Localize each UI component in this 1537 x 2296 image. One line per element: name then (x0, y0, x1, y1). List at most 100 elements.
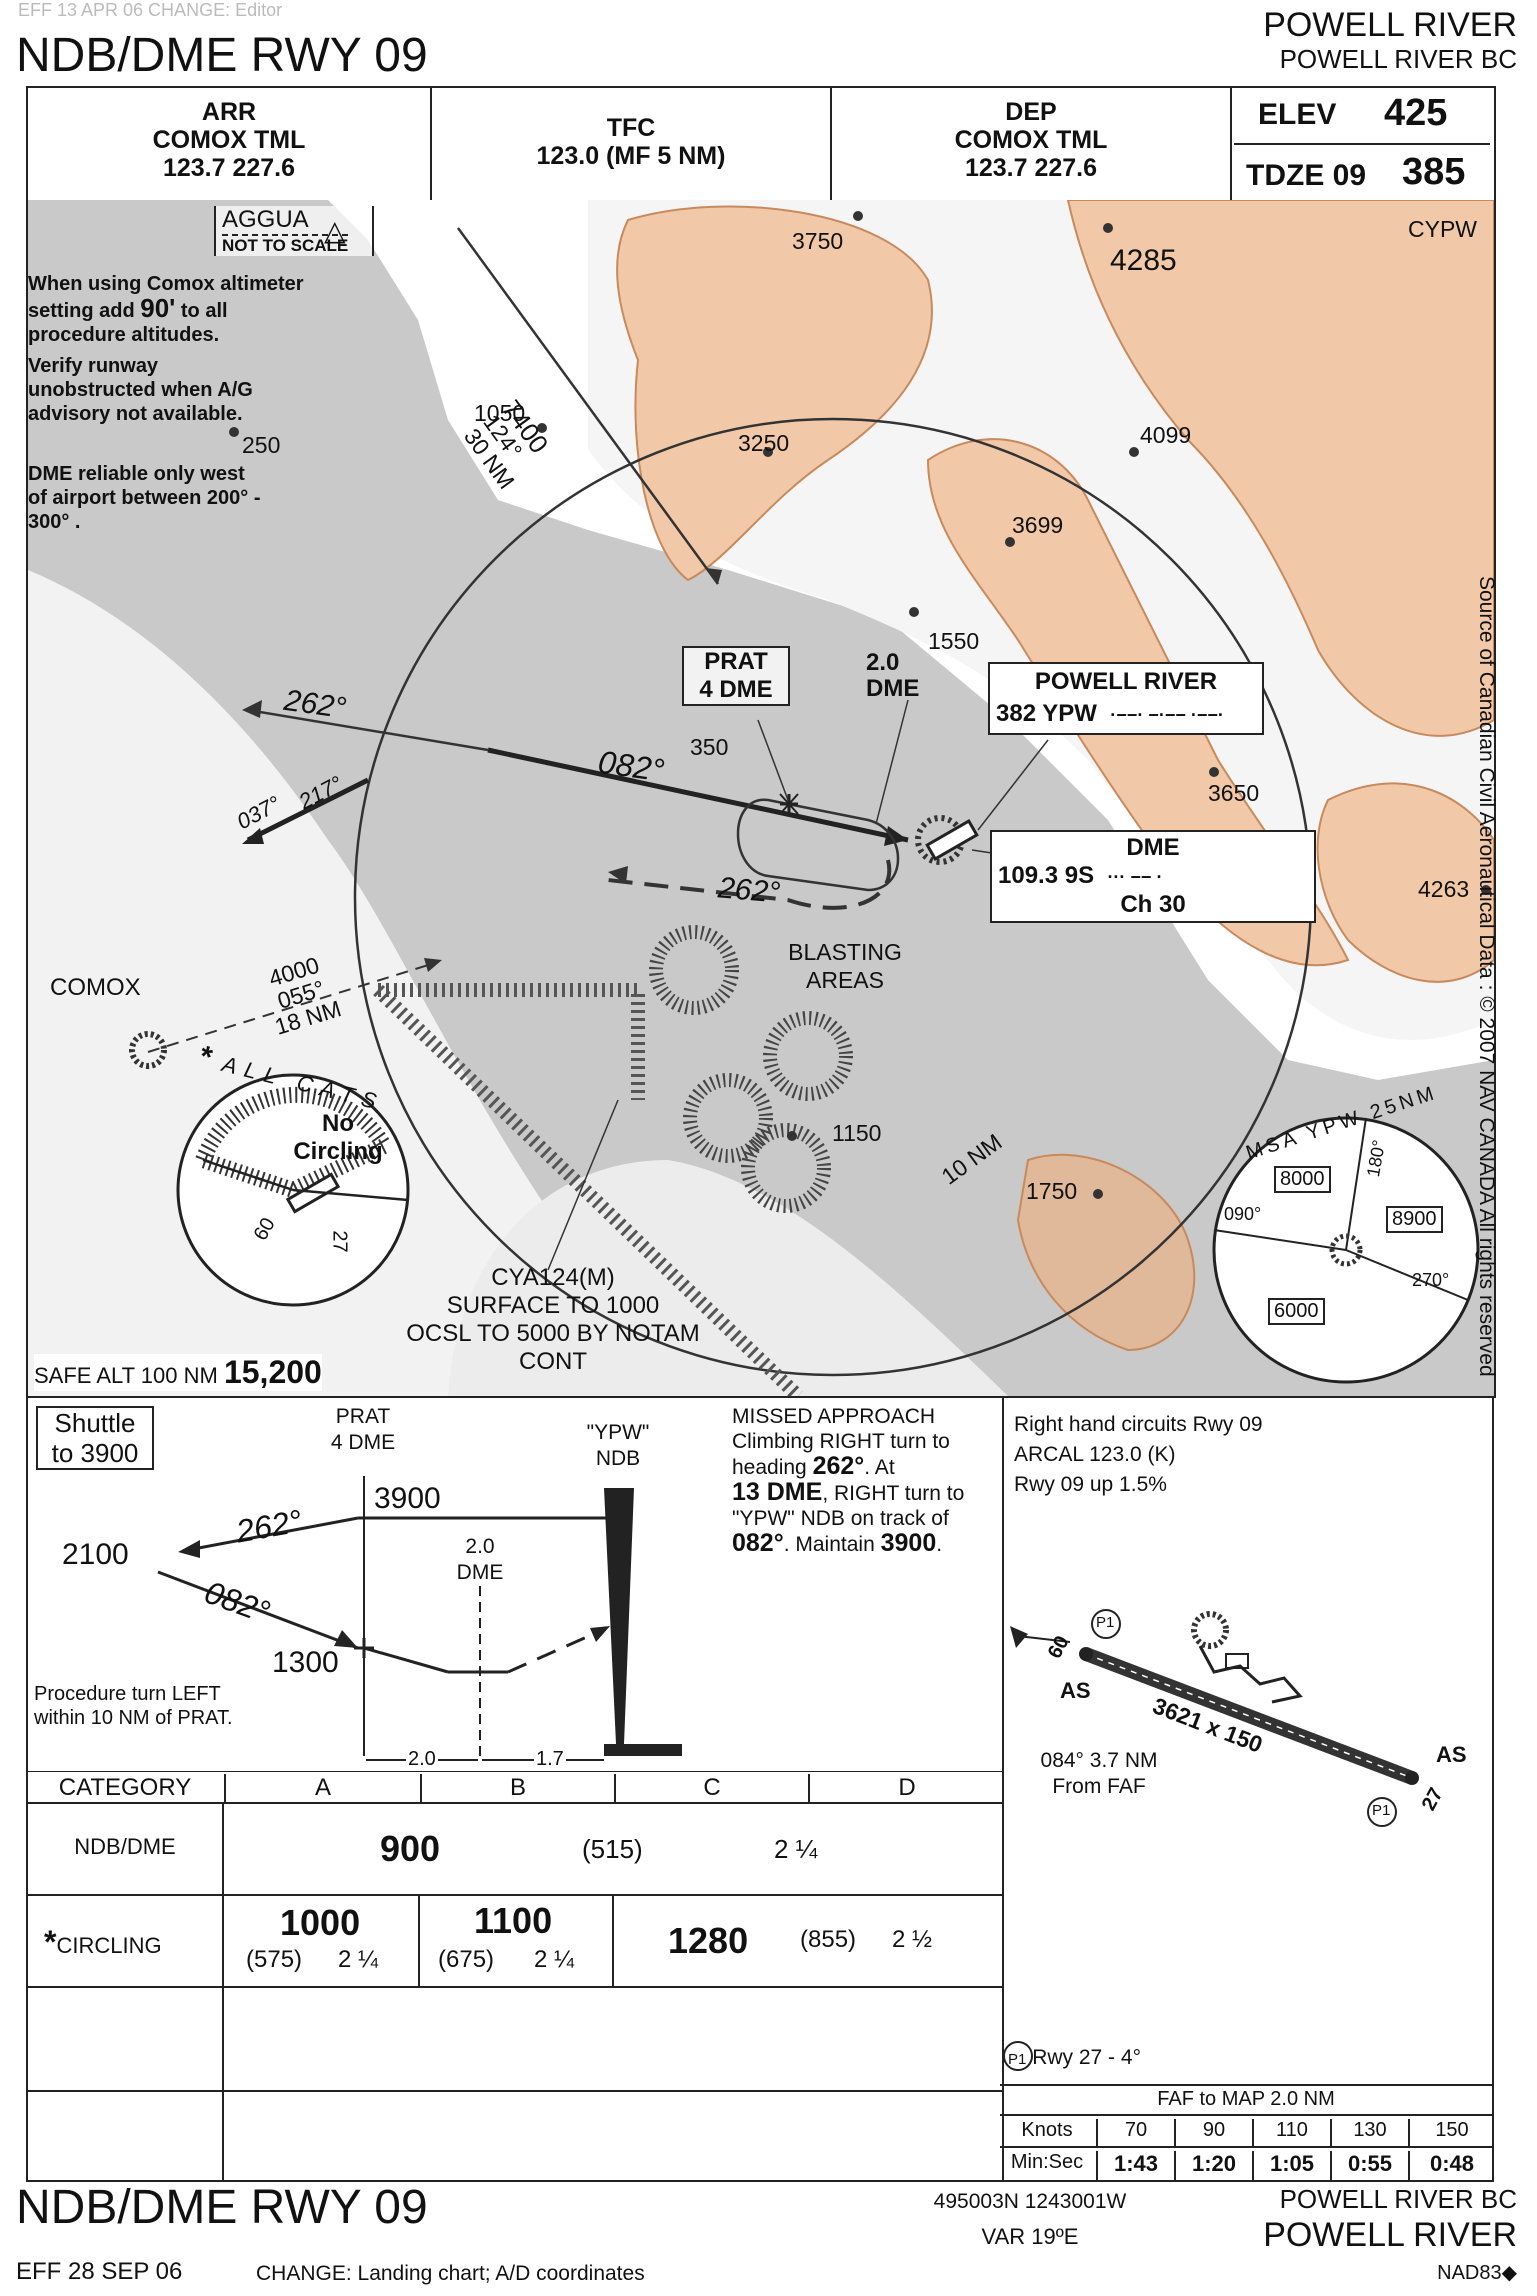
spot-elev-3699: 3699 (1012, 512, 1064, 538)
feeder-track-aggua (456, 227, 720, 585)
dme-channel: Ch 30 (1120, 891, 1186, 918)
timing-table: FAF to MAP 2.0 NM Knots 70 90 110 130 15… (1000, 2084, 1492, 2182)
profile-diagram (28, 1476, 1002, 1772)
tdze-cell: TDZE 09 385 (1234, 145, 1490, 200)
p1-note-text: Rwy 27 - 4° (1032, 2046, 1141, 2069)
profile-outbound-arrow (178, 1540, 200, 1558)
shuttle-line-1: Shuttle (54, 1408, 136, 1438)
knots-110: 110 (1252, 2119, 1330, 2146)
minima-hdr-b: B (420, 1774, 614, 1802)
dme-freq: 109.3 9S (998, 862, 1095, 889)
profile-final-arrow (590, 1626, 610, 1642)
dme-title: DME (1126, 834, 1180, 861)
dme2-dist: 2.0 (866, 649, 900, 676)
runway-centerline (1085, 1653, 1413, 1779)
comox-ndb-symbol (129, 1031, 167, 1069)
dep-label: DEP (1005, 98, 1057, 126)
dme-morse: ··· −− · (1107, 867, 1163, 887)
profile-dist-2-label: 1.7 (534, 1748, 566, 1771)
circ-row-text: CIRCLING (56, 1933, 162, 1958)
spot-elev-3650: 3650 (1208, 780, 1260, 806)
tfc-freq: 123.0 (MF 5 NM) (536, 142, 726, 170)
note-runway-unobstructed: Verify runway unobstructed when A/G advi… (28, 355, 253, 425)
procedure-turn-arrow-out (242, 828, 264, 844)
missed-approach-text: MISSED APPROACH Climbing RIGHT turn to h… (732, 1404, 1002, 1557)
from-faf-line-2: From FAF (1052, 1775, 1146, 1798)
no-circling-sector (192, 1086, 396, 1199)
tfc-label: TFC (606, 114, 656, 142)
airport-ident-cypw: CYPW (1408, 216, 1477, 242)
prat-leader (757, 719, 789, 801)
ndb-freq-row: 382 YPW ·−−· −·−− ·−−· (996, 698, 1256, 731)
timing-minsec-label: Min:Sec (1010, 2151, 1084, 2173)
spot-elev-3750: 3750 (792, 228, 844, 254)
spot-elev-250: 250 (242, 432, 281, 458)
profile-final-dashed (507, 1630, 599, 1674)
time-110: 1:05 (1252, 2151, 1330, 2180)
timing-knots-label: Knots (1021, 2119, 1073, 2141)
spot-elev-4099: 4099 (1140, 422, 1192, 448)
profile-descent-1 (363, 1646, 449, 1674)
from-faf-note: 084° 3.7 NM From FAF (1024, 1748, 1174, 1800)
p1-circle-west (1091, 1609, 1121, 1639)
airport-coordinates: 495003N 1243001W (933, 2190, 1127, 2213)
profile-prat-label: PRAT 4 DME (318, 1404, 408, 1456)
profile-runway-bar (604, 1744, 682, 1756)
profile-outbound-line (187, 1516, 359, 1552)
minima-row-circling: *CIRCLING 1000 (575) 2 ¼ 1100 (675) 2 ¼ … (28, 1896, 1002, 1988)
copyright-side-text: Source of Canadian Civil Aeronautical Da… (1475, 576, 1498, 1377)
minima-hdr-a: A (224, 1774, 420, 1802)
cya124-leader (547, 1099, 619, 1271)
spot-elev-1150: 1150 (832, 1120, 882, 1146)
terrain-ridge-north (616, 205, 933, 582)
minima-hdr-c: C (614, 1774, 808, 1802)
circ-a-haa: (575) (246, 1946, 303, 1973)
minima-table: CATEGORY A B C D NDB/DME 900 (515) 2 ¼ *… (26, 1772, 1004, 2182)
ma-dme-post: , RIGHT turn to (822, 1482, 965, 1505)
texada-island-land (448, 1160, 1008, 1396)
profile-view: Shuttle to 3900 PRAT 4 DME "YPW" NDB 390… (26, 1396, 1004, 1772)
knots-90: 90 (1174, 2119, 1252, 2146)
ma-heading: 262° (812, 1452, 865, 1480)
time-150: 0:48 (1408, 2151, 1494, 2180)
aerodrome-ndb-symbol (1191, 1611, 1229, 1649)
profile-prat-dme: 4 DME (330, 1431, 396, 1454)
aerodrome-info-lines: Right hand circuits Rwy 09 ARCAL 123.0 (… (1014, 1410, 1263, 1500)
profile-dme2-label: 2.0 DME (450, 1534, 510, 1586)
time-90: 1:20 (1174, 2151, 1252, 2180)
ma-dme: 13 DME (732, 1478, 823, 1506)
circ-sep-bc (612, 1896, 614, 1986)
tdze-label: TDZE 09 (1246, 159, 1367, 192)
shuttle-box: Shuttle to 3900 (36, 1406, 154, 1470)
chart-title-bottom: NDB/DME RWY 09 (16, 2181, 428, 2234)
profile-inbound-arrow (334, 1630, 358, 1648)
profile-ndb-tower (604, 1488, 634, 1744)
circ-cd-mda: 1280 (668, 1920, 749, 1961)
note-1-emph: 90' (140, 293, 176, 323)
circ-b-haa: (675) (438, 1946, 495, 1973)
p1-note-badge: P1 (1008, 2051, 1027, 2068)
knots-70: 70 (1096, 2119, 1174, 2146)
ghost-header-text: EFF 13 APR 06 CHANGE: Editor (18, 0, 283, 20)
minima-hdr-d: D (808, 1774, 1004, 1802)
note-dme-reliable: DME reliable only west of airport betwee… (28, 463, 261, 533)
cya124-label: CYA124(M) SURFACE TO 1000 OCSL TO 5000 B… (388, 1264, 718, 1376)
faf-direction-arrow (1010, 1626, 1028, 1648)
change-note: CHANGE: Landing chart; A/D coordinates (256, 2262, 645, 2285)
p1-circle-east (1367, 1797, 1397, 1827)
elev-cell: ELEV 425 (1234, 88, 1490, 145)
blasting-area-3 (683, 1073, 773, 1163)
msa-ndb-symbol (1329, 1233, 1363, 1267)
airport-location-top: POWELL RIVER BC (1279, 44, 1517, 74)
outbound-arrow (242, 700, 262, 718)
magnetic-variation: VAR 19ºE (981, 2224, 1079, 2249)
circling-boundary-1 (202, 1158, 294, 1192)
datum-label: NAD83◆ (1437, 2260, 1517, 2285)
circling-boundary-2 (292, 1188, 409, 1202)
spot-elev-3250: 3250 (738, 430, 790, 456)
circling-rwy-27: 27 (328, 1230, 351, 1253)
taxiway-apron (1198, 1645, 1303, 1704)
minima-label-col (222, 1802, 224, 2180)
ndb-freq: 382 YPW (996, 700, 1097, 727)
msa-alt-8000: 8000 (1274, 1166, 1331, 1193)
